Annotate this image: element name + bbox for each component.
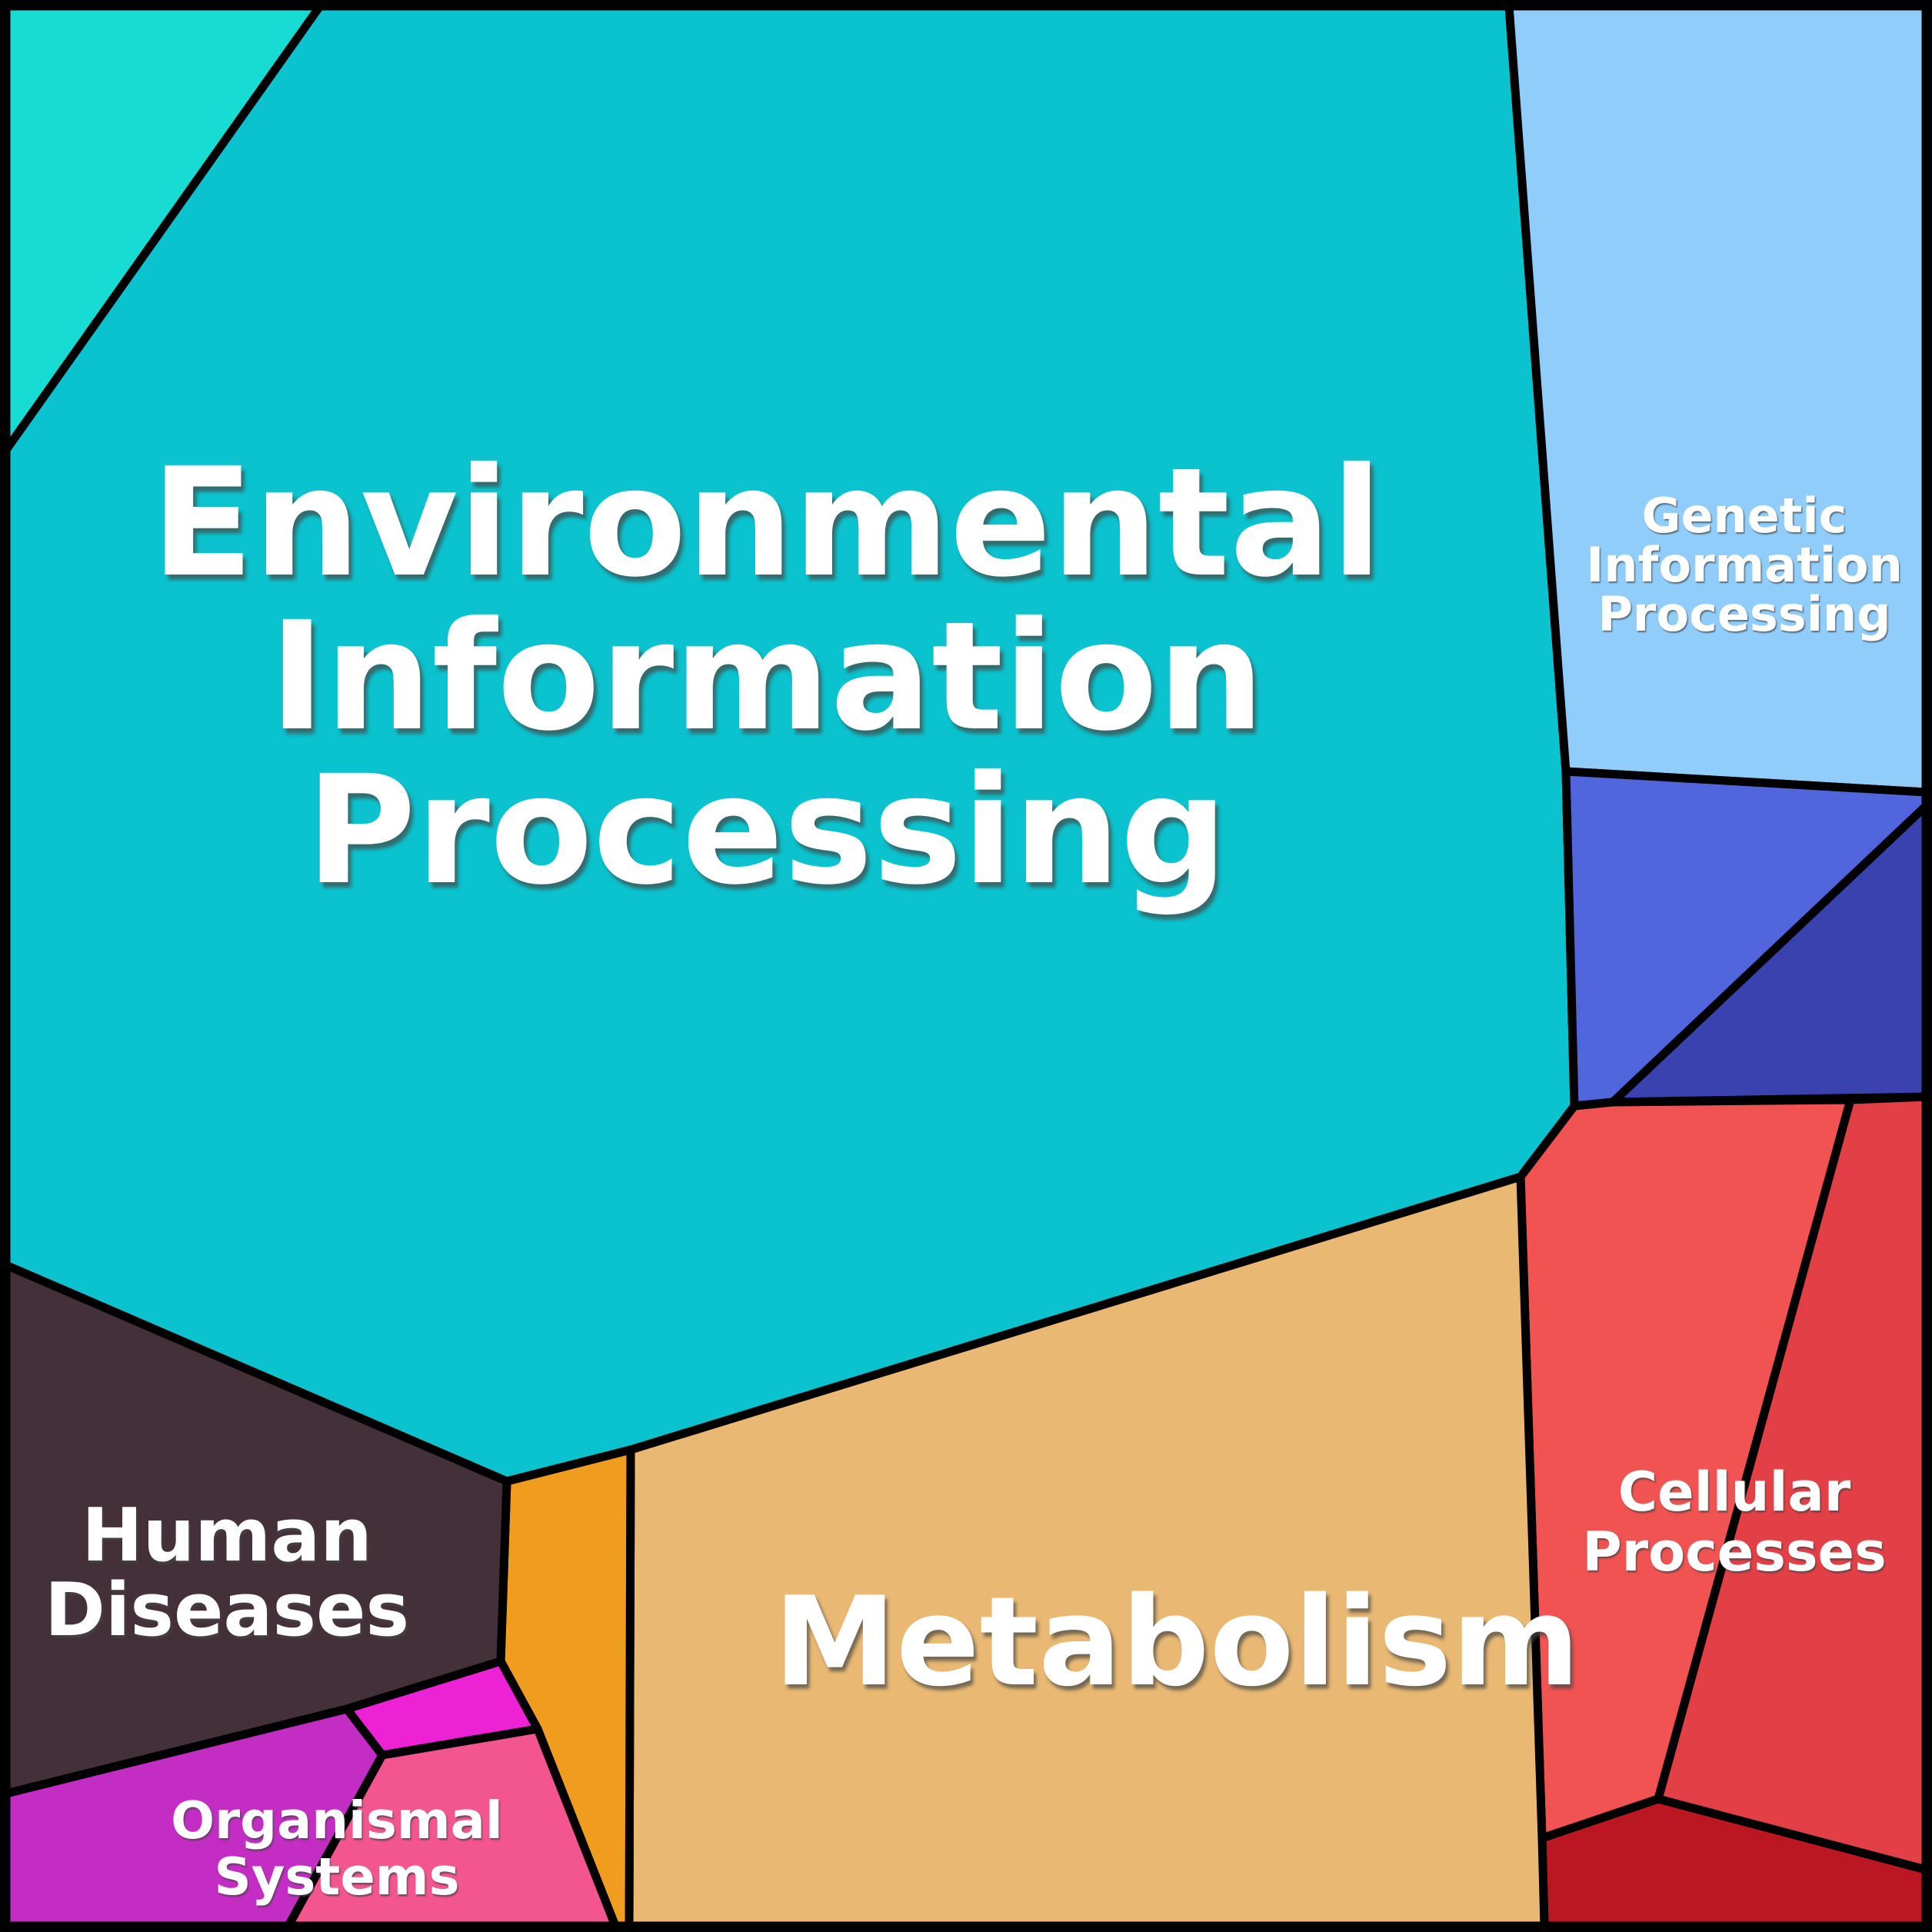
region-unlabeled-pink[interactable] bbox=[284, 1724, 620, 1930]
region-genetic-information-processing[interactable] bbox=[1504, 2, 1930, 797]
